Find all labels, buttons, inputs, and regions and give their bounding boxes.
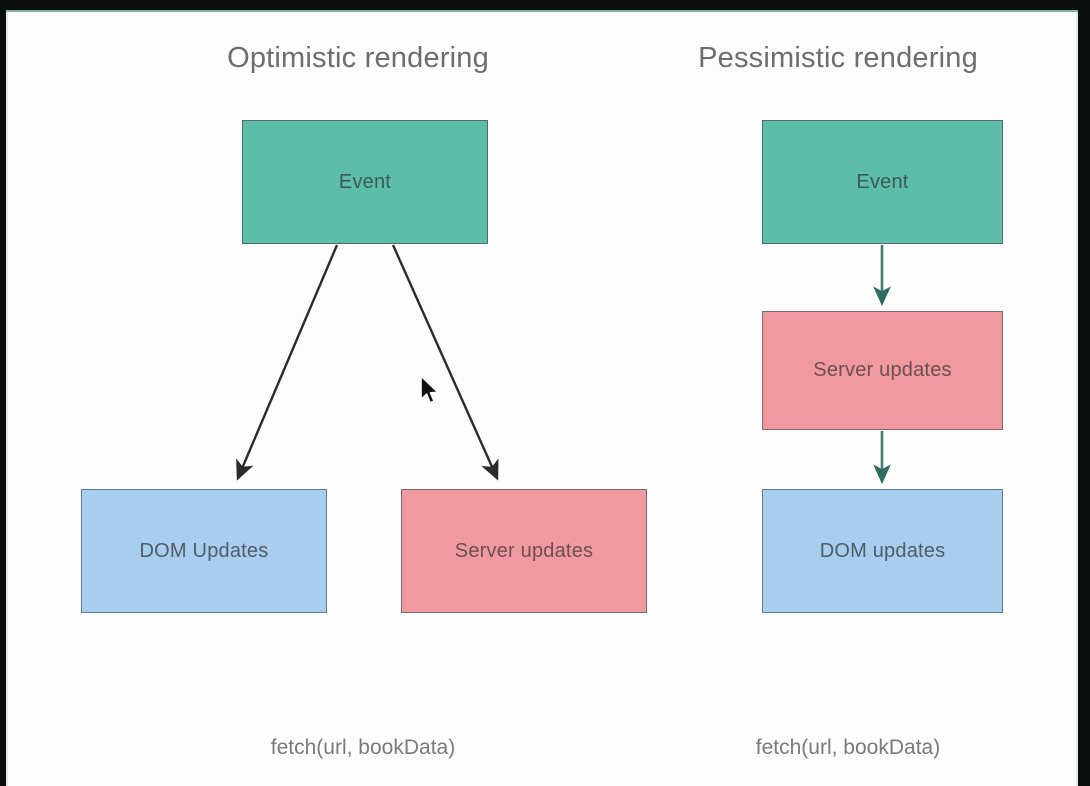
code-caption-optimistic: fetch(url, bookData) renderBook(bookData… (148, 648, 578, 786)
node-dom-updates-optimistic[interactable]: DOM Updates (81, 489, 327, 613)
node-event-optimistic[interactable]: Event (242, 120, 488, 244)
arrow-event-to-server-left (391, 244, 499, 481)
node-event-pessimistic[interactable]: Event (762, 120, 1003, 244)
letterbox-right-rail (1078, 0, 1090, 786)
column-title-pessimistic: Pessimistic rendering (698, 42, 978, 74)
column-title-optimistic: Optimistic rendering (227, 42, 489, 74)
arrow-event-to-dom-left (236, 244, 339, 481)
letterbox-left-rail (0, 0, 6, 786)
frame-inner-edge-left (6, 12, 8, 786)
code-line: fetch(url, bookData) (270, 736, 456, 759)
diagram-canvas: Optimistic rendering Pessimistic renderi… (8, 12, 1076, 786)
letterbox-top-bar (0, 0, 1090, 10)
code-line: fetch(url, bookData) (755, 736, 941, 759)
node-server-updates-optimistic[interactable]: Server updates (401, 489, 647, 613)
node-dom-updates-pessimistic[interactable]: DOM updates (762, 489, 1003, 613)
code-caption-pessimistic: fetch(url, bookData) .then(res => res.js… (633, 648, 1063, 786)
mouse-arrow-cursor-icon (420, 375, 439, 404)
frame-inner-edge-right (1076, 12, 1078, 786)
node-server-updates-pessimistic[interactable]: Server updates (762, 311, 1003, 430)
frame-hairline (6, 10, 1084, 12)
